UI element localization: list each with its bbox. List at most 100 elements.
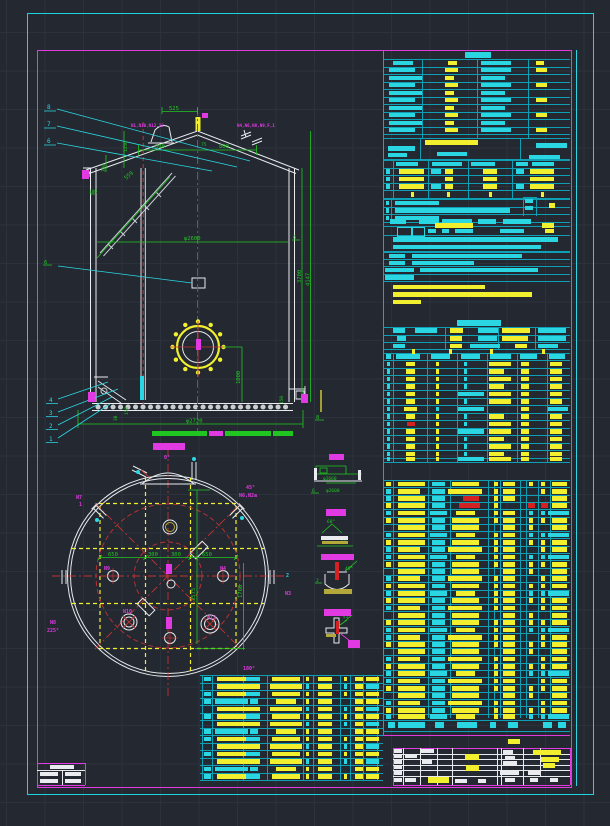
table-cell-block	[552, 664, 567, 669]
table-cell-block	[529, 561, 533, 567]
table-cell-block	[306, 721, 309, 727]
table-cell-block	[344, 744, 347, 749]
table-cell-block	[318, 766, 332, 772]
table-cell-block	[394, 760, 402, 764]
detail4-45deg: 45°	[343, 614, 351, 620]
table-cell-block	[464, 369, 467, 374]
table-cell-block	[552, 488, 567, 494]
table-cell-block	[529, 510, 533, 516]
table-cell-block	[530, 778, 538, 782]
table-cell-block	[394, 749, 402, 753]
table-cell-block	[508, 721, 518, 728]
table-cell-block	[386, 169, 390, 174]
table-cell-block	[366, 721, 379, 727]
table-cell-block	[494, 510, 498, 516]
table-cell-block	[536, 60, 544, 65]
table-cell-block	[445, 120, 454, 125]
table-cell-block	[386, 583, 391, 589]
table-cell-block	[387, 429, 390, 434]
table-cell-block	[448, 678, 482, 684]
table-grid-line	[383, 160, 570, 161]
table-grid-line	[200, 720, 383, 721]
table-cell-block	[318, 751, 332, 757]
table-grid-line	[383, 214, 570, 215]
table-cell-block	[366, 684, 379, 689]
table-cell-block	[494, 518, 498, 523]
table-grid-line	[488, 480, 489, 718]
table-cell-block	[521, 369, 529, 374]
table-cell-block	[471, 161, 495, 166]
table-grid-line	[445, 327, 446, 349]
table-cell-block	[393, 299, 421, 304]
leader-6-mid: 6	[44, 260, 47, 266]
table-cell-block	[521, 361, 529, 366]
beam-grid	[72, 478, 264, 674]
table-cell-block	[520, 354, 537, 359]
table-grid-line	[520, 138, 521, 159]
table-cell-block	[432, 518, 445, 523]
table-cell-block	[398, 510, 425, 516]
table-grid-line	[383, 626, 570, 627]
table-cell-block	[552, 707, 567, 713]
table-cell-block	[386, 208, 389, 213]
table-cell-block	[272, 676, 300, 682]
table-cell-block	[412, 227, 425, 237]
table-cell-block	[550, 444, 562, 449]
table-grid-line	[383, 197, 570, 199]
table-cell-block	[536, 68, 547, 72]
table-grid-line	[383, 719, 570, 721]
table-cell-block	[355, 729, 363, 734]
table-cell-block	[204, 774, 211, 779]
table-cell-block	[552, 656, 567, 662]
table-cell-block	[541, 642, 545, 647]
table-cell-block	[529, 627, 533, 633]
table-cell-block	[528, 770, 540, 775]
table-cell-block	[432, 525, 445, 531]
table-grid-line	[383, 516, 570, 518]
table-grid-line	[393, 160, 394, 198]
table-cell-block	[386, 576, 391, 582]
table-cell-block	[430, 671, 447, 677]
table-cell-block	[464, 451, 467, 456]
table-cell-block	[541, 598, 545, 604]
table-cell-block	[442, 219, 472, 224]
table-cell-block	[387, 391, 390, 396]
table-cell-block	[489, 414, 504, 419]
table-cell-block	[389, 98, 415, 102]
table-cell-block	[529, 620, 533, 625]
table-cell-block	[432, 678, 445, 684]
table-cell-block	[529, 671, 533, 677]
table-cell-block	[432, 634, 445, 640]
table-cell-block	[548, 627, 569, 633]
table-cell-block	[398, 678, 420, 684]
annotation-block	[358, 470, 361, 480]
table-cell-block	[494, 605, 498, 611]
table-grid-line	[383, 342, 570, 343]
plan-dim-lines	[97, 489, 245, 650]
table-cell-block	[406, 369, 415, 374]
table-cell-block	[272, 736, 300, 742]
table-cell-block	[456, 554, 475, 560]
table-cell-block	[344, 676, 347, 682]
dim-2575: 2575	[191, 588, 197, 601]
table-grid-line	[393, 770, 570, 771]
table-cell-block	[552, 649, 567, 655]
table-cell-block	[436, 451, 439, 456]
table-cell-block	[503, 649, 515, 655]
table-grid-line	[486, 352, 488, 462]
table-cell-block	[445, 128, 458, 132]
table-cell-block	[455, 778, 467, 783]
table-cell-block	[489, 444, 511, 449]
table-grid-line	[383, 273, 570, 275]
table-cell-block	[398, 721, 425, 728]
table-cell-block	[398, 503, 425, 509]
dim-1250: 1250	[123, 141, 129, 152]
table-cell-block	[478, 778, 486, 783]
roof-hatch	[148, 125, 174, 144]
table-grid-line	[377, 675, 378, 780]
table-cell-block	[448, 488, 482, 494]
table-cell-block	[505, 778, 515, 782]
table-grid-line	[200, 712, 383, 714]
table-cell-block	[217, 714, 247, 719]
